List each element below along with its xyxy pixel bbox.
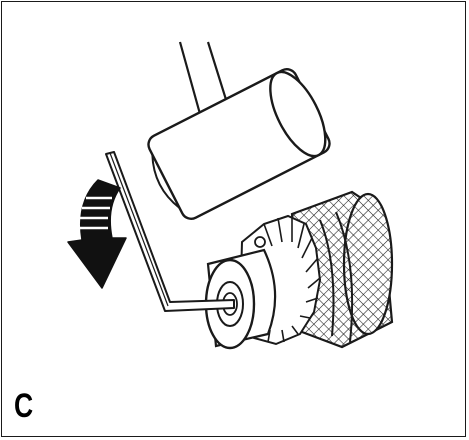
panel-label: C	[14, 387, 34, 425]
rotation-arrow-icon	[67, 179, 127, 289]
hex-key-icon	[105, 151, 235, 312]
mallet-icon	[147, 41, 331, 220]
drill-chuck-icon	[204, 190, 394, 350]
assembly-illustration	[67, 41, 394, 350]
